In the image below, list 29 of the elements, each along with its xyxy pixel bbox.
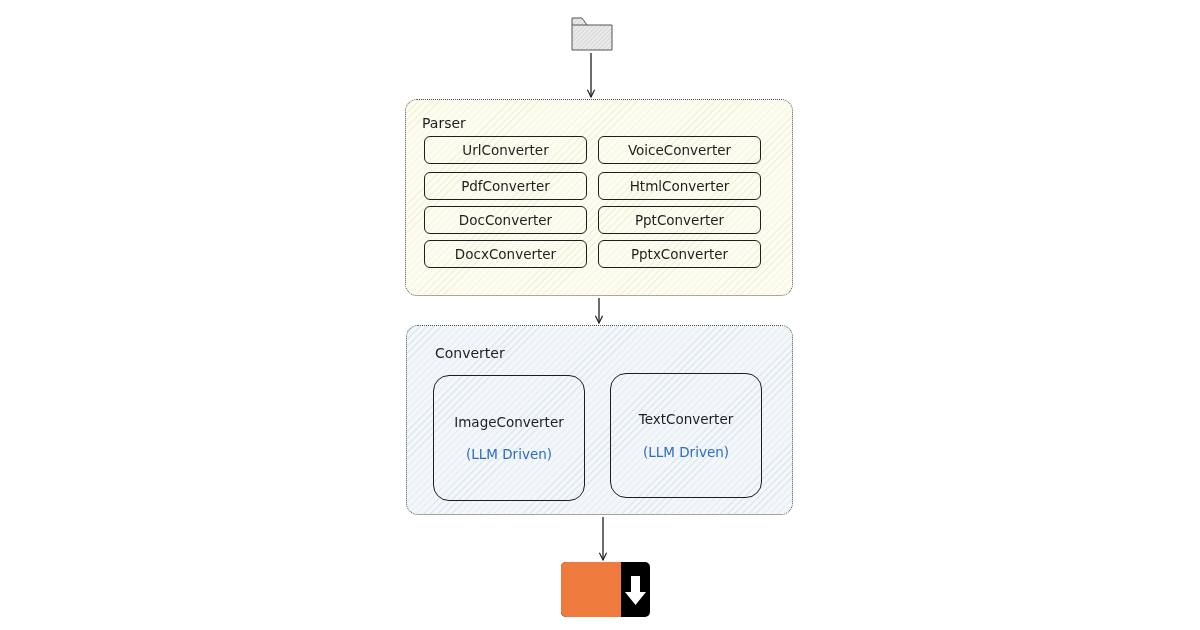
parser-panel	[405, 99, 793, 296]
converter-box	[424, 206, 587, 234]
converter-box	[610, 373, 762, 498]
converter-box	[598, 240, 761, 268]
converter-label: DocConverter	[458, 210, 553, 230]
group-title: Converter	[435, 344, 505, 363]
converter-box	[424, 240, 587, 268]
converter-label: PdfConverter	[461, 176, 550, 196]
converter-box	[424, 136, 587, 164]
converter-label: VoiceConverter	[627, 140, 732, 160]
converter-label: HtmlConverter	[629, 176, 730, 196]
converter-box	[598, 172, 761, 200]
converter-label: UrlConverter	[462, 140, 549, 160]
converter-label: ImageConverter	[454, 412, 564, 432]
arrow	[594, 297, 604, 324]
converter-label: PptConverter	[634, 210, 725, 230]
group-title: Parser	[422, 114, 466, 133]
converter-label: PptxConverter	[630, 244, 729, 264]
note-label: (LLM Driven)	[642, 442, 730, 462]
converter-box	[598, 136, 761, 164]
arrow	[586, 52, 596, 98]
arrow	[598, 516, 608, 561]
converter-label: DocxConverter	[454, 244, 557, 264]
converter-panel	[406, 325, 793, 515]
converter-box	[433, 375, 585, 501]
converter-box	[424, 172, 587, 200]
note-label: (LLM Driven)	[465, 445, 553, 464]
converter-box	[598, 206, 761, 234]
converter-label: TextConverter	[638, 410, 734, 430]
